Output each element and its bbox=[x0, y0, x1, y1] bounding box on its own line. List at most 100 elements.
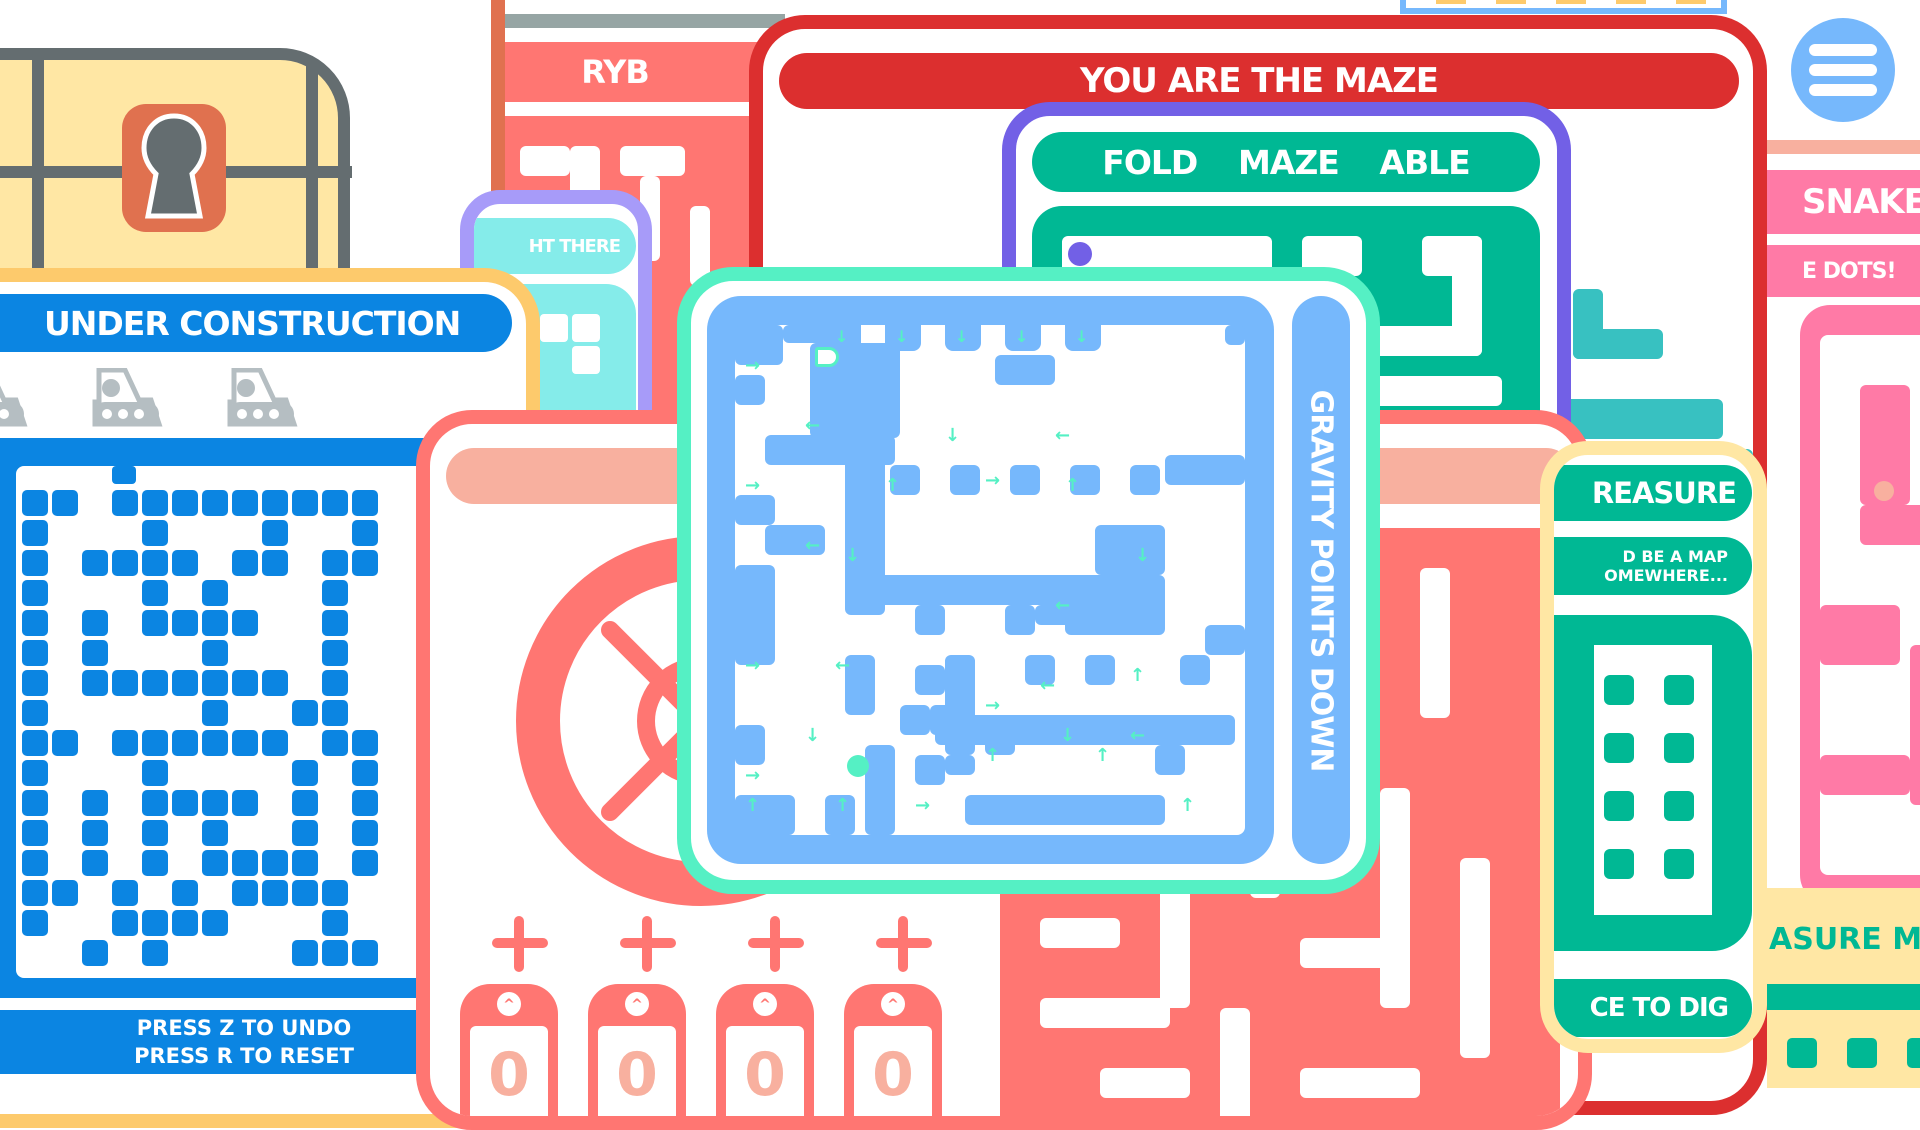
wall-block bbox=[232, 670, 258, 696]
maze-wall bbox=[1065, 575, 1165, 635]
wall-block bbox=[262, 850, 288, 876]
wall-block bbox=[142, 520, 168, 546]
gravity-maze[interactable]: ↓↓↓↓↓→←→←→↑↑↓←↓↓←←→→←↑↓↓←→↑↑→↑↑↑ bbox=[735, 323, 1245, 835]
wall-block bbox=[142, 820, 168, 846]
wall-block bbox=[52, 490, 78, 516]
wall-block bbox=[52, 880, 78, 906]
arrow-right-icon: → bbox=[745, 765, 761, 786]
hamburger-menu-button[interactable] bbox=[1791, 18, 1895, 122]
ryb-title: RYB bbox=[505, 42, 785, 102]
bulldozer-player-icon bbox=[112, 466, 136, 484]
wall-block bbox=[142, 790, 168, 816]
snake-dot bbox=[1874, 481, 1894, 501]
arrow-up-icon: ↑ bbox=[985, 745, 1001, 766]
arrow-down-icon: ↓ bbox=[945, 425, 961, 446]
wall-block bbox=[232, 490, 258, 516]
wall-block bbox=[352, 940, 378, 966]
dig-hint: CE TO DIG bbox=[1554, 979, 1752, 1037]
wall-block bbox=[22, 610, 48, 636]
wall-block bbox=[22, 760, 48, 786]
plus-icon[interactable] bbox=[618, 914, 678, 974]
maze-wall bbox=[1180, 655, 1210, 685]
wall-block bbox=[322, 700, 348, 726]
snake-game-card[interactable]: SNAKE E DOTS! bbox=[1700, 140, 1920, 900]
wall-block bbox=[112, 910, 138, 936]
treasure-grid[interactable] bbox=[1554, 615, 1752, 951]
gravity-points-down-card[interactable]: ↓↓↓↓↓→←→←→↑↑↓←↓↓←←→→←↑↓↓←→↑↑→↑↑↑ GRAVITY… bbox=[677, 267, 1380, 894]
counter-dial[interactable]: ^0 bbox=[588, 984, 686, 1116]
wall-block bbox=[262, 670, 288, 696]
maze-wall bbox=[945, 655, 975, 755]
wall-block bbox=[322, 550, 348, 576]
wall-block bbox=[82, 790, 108, 816]
wall-block bbox=[142, 610, 168, 636]
arrow-right-icon: → bbox=[745, 655, 761, 676]
under-construction-card[interactable]: UNDER CONSTRUCTION PRESS Z TO UNDO PRESS… bbox=[0, 268, 540, 1128]
wall-block bbox=[22, 850, 48, 876]
treasure-subtitle-1: D BE A MAP bbox=[1622, 547, 1728, 566]
wall-block bbox=[22, 640, 48, 666]
maze-path bbox=[1300, 938, 1410, 968]
plus-icon[interactable] bbox=[746, 914, 806, 974]
arrow-down-icon: ↓ bbox=[1135, 545, 1151, 566]
wall-block bbox=[22, 730, 48, 756]
treasure-title: REASURE bbox=[1554, 465, 1752, 521]
chevron-up-icon[interactable]: ^ bbox=[753, 992, 777, 1016]
right-there-title: HT THERE bbox=[474, 218, 636, 274]
wall-block bbox=[202, 850, 228, 876]
bulldozer-icon bbox=[224, 367, 314, 428]
chevron-up-icon[interactable]: ^ bbox=[881, 992, 905, 1016]
maze-wall bbox=[845, 575, 1095, 605]
plus-icon[interactable] bbox=[490, 914, 550, 974]
maze-wall bbox=[1010, 465, 1040, 495]
maze-wall bbox=[1225, 325, 1245, 345]
maze-word: MAZE bbox=[1237, 142, 1340, 182]
player-dot bbox=[1068, 242, 1092, 266]
under-construction-maze[interactable] bbox=[16, 466, 424, 978]
wall-block bbox=[322, 580, 348, 606]
top-strip-card[interactable] bbox=[1400, 0, 1727, 14]
wall-block bbox=[202, 910, 228, 936]
wall-block bbox=[202, 700, 228, 726]
wall-block bbox=[202, 640, 228, 666]
you-are-the-maze-title: YOU ARE THE MAZE bbox=[779, 53, 1739, 109]
chevron-up-icon[interactable]: ^ bbox=[497, 992, 521, 1016]
wall-block bbox=[142, 730, 168, 756]
wall-block bbox=[22, 820, 48, 846]
maze-wall bbox=[783, 325, 831, 343]
wall-block bbox=[142, 910, 168, 936]
foldable-title: FOLD MAZE ABLE bbox=[1032, 132, 1540, 192]
counter-dial[interactable]: ^0 bbox=[460, 984, 558, 1116]
maze-path bbox=[1460, 858, 1490, 1058]
maze-wall bbox=[735, 565, 775, 665]
wall-block bbox=[352, 520, 378, 546]
fold-word: FOLD bbox=[1102, 142, 1198, 182]
maze-wall bbox=[1165, 455, 1245, 485]
wall-block bbox=[112, 880, 138, 906]
counter-dial[interactable]: ^0 bbox=[716, 984, 814, 1116]
maze-path bbox=[1040, 918, 1120, 948]
snake-subtitle: E DOTS! bbox=[1740, 245, 1920, 297]
treasure-card[interactable]: REASURE D BE A MAP OMEWHERE... CE TO DIG bbox=[1540, 441, 1767, 1053]
arrow-left-icon: ← bbox=[805, 535, 821, 556]
maze-wall bbox=[735, 495, 775, 525]
arrow-up-icon: ↑ bbox=[1130, 665, 1146, 686]
maze-path bbox=[1380, 788, 1410, 1008]
wall-block bbox=[82, 640, 108, 666]
wall-block bbox=[322, 490, 348, 516]
wall-block bbox=[22, 790, 48, 816]
chevron-up-icon[interactable]: ^ bbox=[625, 992, 649, 1016]
treasure-subtitle-2: OMEWHERE... bbox=[1604, 566, 1728, 585]
wall-block bbox=[202, 490, 228, 516]
wall-block bbox=[292, 760, 318, 786]
arrow-down-icon: ↓ bbox=[955, 327, 969, 346]
counter-dial[interactable]: ^0 bbox=[844, 984, 942, 1116]
plus-icon[interactable] bbox=[874, 914, 934, 974]
treasure-map-card[interactable]: ASURE M bbox=[1767, 888, 1920, 1088]
maze-wall bbox=[885, 323, 921, 351]
arrow-right-icon: → bbox=[745, 475, 761, 496]
wall-block bbox=[322, 640, 348, 666]
wall-block bbox=[112, 730, 138, 756]
maze-wall bbox=[935, 715, 1235, 745]
wall-block bbox=[322, 910, 348, 936]
